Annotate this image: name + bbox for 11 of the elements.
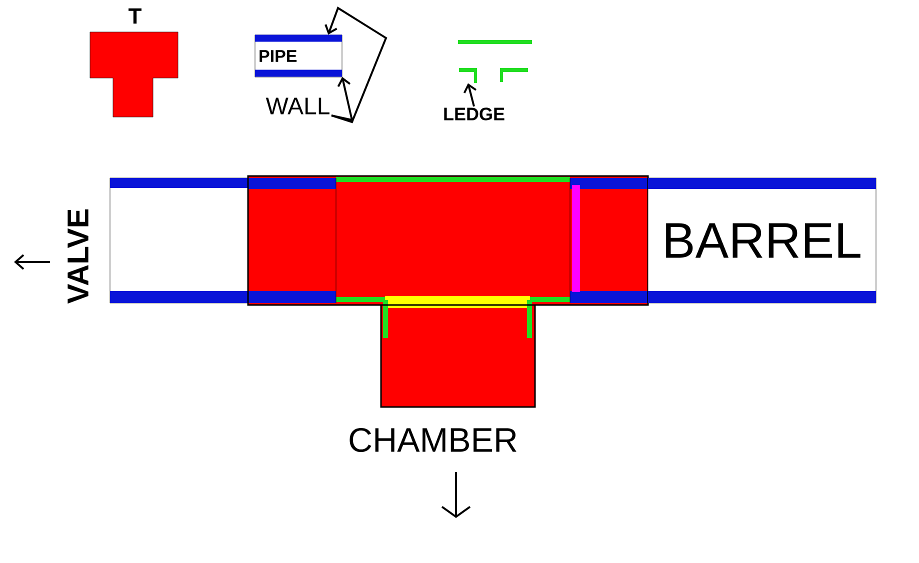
wall-bar	[255, 70, 342, 77]
leader-line	[324, 6, 388, 124]
leader-line	[331, 76, 354, 122]
valve-label: VALVE	[68, 209, 88, 304]
node-label: T	[128, 8, 142, 24]
ledge-label: LEDGE	[444, 108, 504, 120]
wall-label: WALL	[266, 98, 330, 114]
leader-line	[463, 83, 477, 107]
barrel-pipe: BARREL	[648, 178, 876, 304]
ledge-piece	[459, 68, 477, 83]
chamber-label: CHAMBER	[350, 428, 516, 452]
